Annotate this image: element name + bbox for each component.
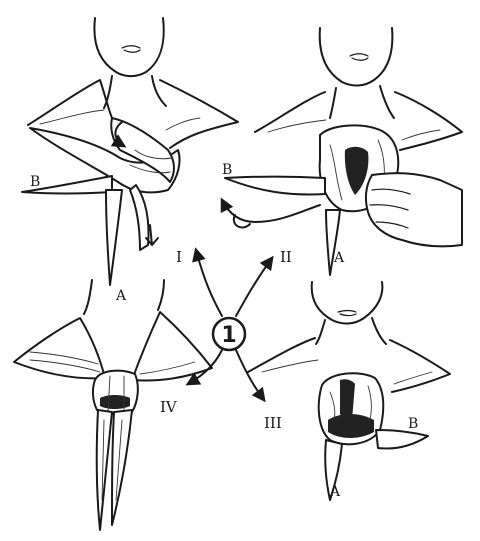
pull-arrow-curl [232,214,251,229]
panel-step-2: B A [220,27,463,276]
hanging-end-right-4 [111,409,133,526]
tuck-arrow [145,224,159,246]
end-a-strip-3 [324,439,343,501]
pull-arrow-2 [220,197,321,223]
collar-2 [254,91,463,151]
neck-4 [83,279,165,315]
arrow-to-step-4 [185,349,223,386]
collar-right-4 [131,311,213,382]
hand-2 [364,172,463,248]
knot-folds-3 [329,385,372,421]
end-a-strip [105,189,123,286]
step-label-1: I [176,248,182,266]
panel-step-4 [13,279,213,531]
loop-arrow-curl [110,121,127,148]
finger-lines [369,188,411,229]
arrow-to-step-3 [235,349,266,403]
neck-3 [315,317,387,345]
collar-folds-4 [29,351,196,375]
hanging-folds-4 [101,419,123,501]
collar [27,79,239,149]
step-label-3: III [264,414,282,432]
collar-left-4 [13,317,106,380]
end-a-strip-2 [325,209,341,276]
step-number: 1 [221,323,236,348]
mouth [121,45,141,53]
step-label-2: II [280,248,292,266]
neck [103,75,167,109]
label-end-a-2: A [333,250,345,266]
scarf-cross-left [29,127,181,194]
label-end-a: A [115,288,127,304]
label-end-b: B [30,174,40,190]
label-end-b-2: B [222,162,232,178]
end-b-strip [21,175,113,195]
label-end-b-3: B [408,416,418,432]
end-b-strip-2 [224,175,326,196]
hanging-end-left-4 [95,409,113,531]
knot-folds-4 [107,375,125,413]
label-end-a-3: A [329,484,341,500]
panel-step-1: B A [21,17,239,304]
arrow-to-step-1 [192,247,223,317]
face-outline-3 [310,281,384,325]
knot-shadow-3 [340,379,355,420]
step-label-4: IV [160,398,178,416]
tucked-end [129,184,150,251]
step-circle [211,316,247,352]
face-outline [93,17,165,78]
mouth-3 [337,309,357,317]
panel-step-3: B A [247,281,451,501]
knot-folds [129,149,173,174]
knot-shadow-2 [344,146,369,195]
collar-folds-3 [261,359,433,385]
face-outline-2 [318,27,394,87]
arrow-to-step-2 [235,255,274,317]
collar-folds [39,109,201,131]
collar-folds-2 [267,119,441,141]
center-step-indicator: 1 I II III IV [160,247,292,432]
neck-2 [329,85,395,119]
end-b-strip-3 [375,429,429,450]
collar-3 [247,337,451,393]
knot-band-4 [100,395,130,409]
mouth-2 [349,53,369,61]
knot-band-3 [328,414,374,438]
